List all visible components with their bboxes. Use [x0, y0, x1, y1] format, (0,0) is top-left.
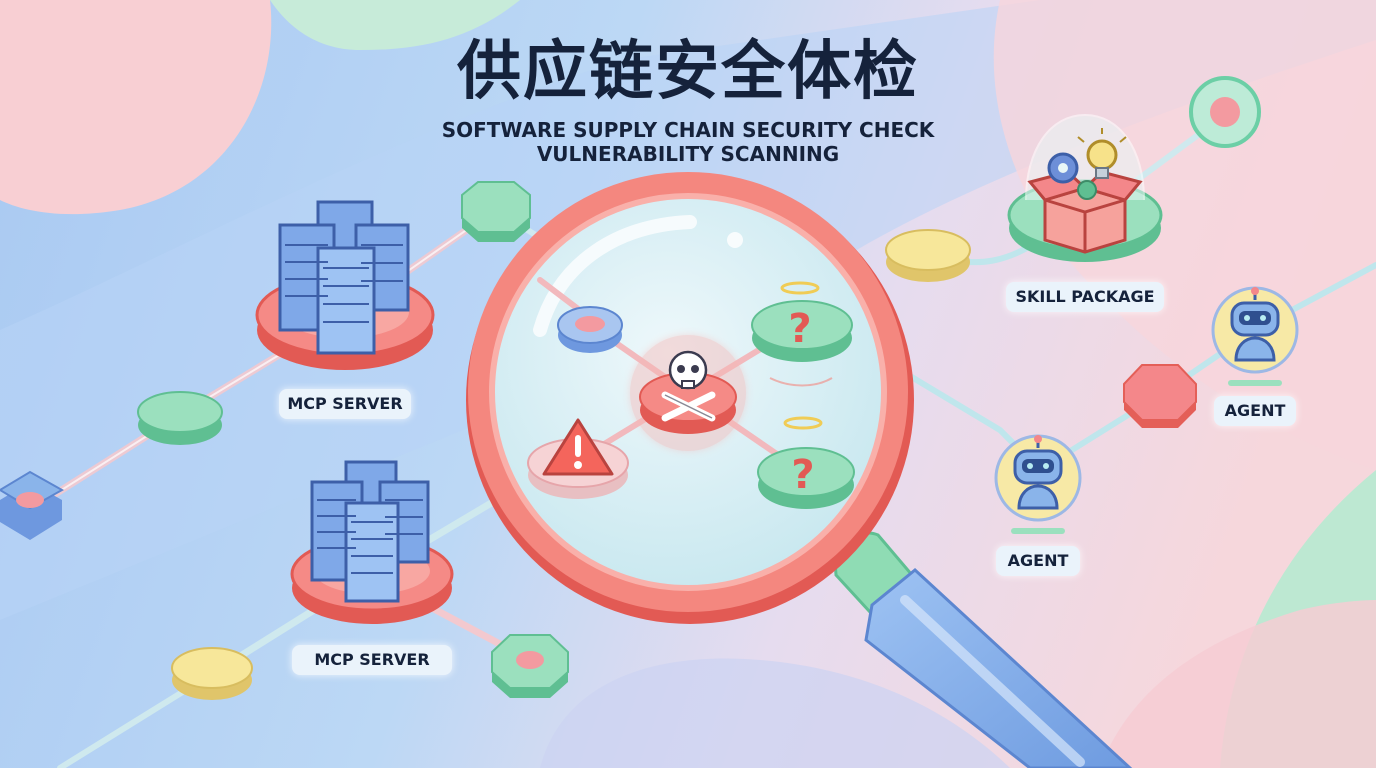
node-mint-hex-top	[461, 181, 531, 242]
node-mint-ring-top-right	[1189, 76, 1261, 148]
bg-blob-pink-bottom-right	[1100, 600, 1376, 768]
node-mint-hex-bottom	[491, 634, 569, 698]
warning-triangle-icon	[542, 418, 614, 476]
bg-blob-mint-top	[270, 0, 520, 50]
server-rack-icon	[310, 460, 430, 603]
halo-icon	[783, 416, 823, 430]
node-coral-hex-right	[1123, 364, 1197, 428]
label-agent-center: AGENT	[996, 546, 1080, 576]
inner-node-question-top: ?	[751, 281, 853, 387]
question-mark-icon: ?	[788, 306, 811, 352]
lightbulb-icon	[1077, 128, 1127, 179]
skill-package-node	[1007, 113, 1163, 262]
robot-icon	[1013, 435, 1063, 510]
halo-icon	[780, 281, 820, 295]
magnifying-glass-icon: ? ?	[466, 172, 1133, 768]
node-yellow-disc-bottom	[171, 647, 253, 700]
skull-crossbones-icon	[661, 350, 716, 422]
gear-icon	[1047, 152, 1097, 200]
node-left-blue-square	[0, 470, 65, 540]
bg-blob-lavender-bottom	[540, 658, 1010, 768]
mcp-server-top-node	[255, 200, 435, 370]
agent-right-node	[1211, 286, 1299, 386]
subtitle-line-2: VULNERABILITY SCANNING	[536, 142, 840, 166]
node-yellow-disc-right	[885, 229, 971, 282]
bg-blob-pink-top-left	[0, 0, 272, 215]
question-mark-icon: ?	[791, 452, 814, 498]
page-title: 供应链安全体检	[457, 35, 919, 109]
label-mcp-server-top: MCP SERVER	[279, 389, 411, 419]
node-mint-disc-left	[137, 391, 223, 445]
label-agent-right: AGENT	[1214, 396, 1296, 426]
inner-node-warning	[527, 418, 629, 499]
inner-node-blue	[557, 306, 623, 353]
subtitle-line-1: SOFTWARE SUPPLY CHAIN SECURITY CHECK	[441, 118, 935, 142]
robot-icon	[1230, 287, 1280, 362]
inner-node-skull	[630, 335, 746, 451]
mcp-server-bottom-node	[290, 460, 454, 624]
label-mcp-server-bottom: MCP SERVER	[292, 645, 452, 675]
server-rack-icon	[278, 200, 410, 355]
agent-center-node	[994, 434, 1082, 534]
inner-node-question-bottom: ?	[757, 416, 855, 509]
label-skill-package: SKILL PACKAGE	[1006, 282, 1164, 312]
